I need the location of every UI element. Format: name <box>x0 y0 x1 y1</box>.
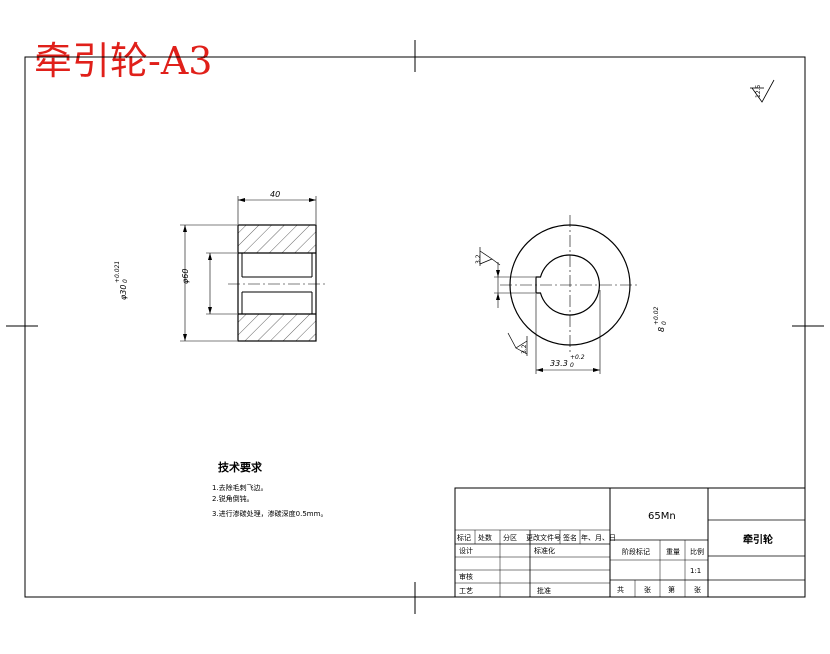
roughness-symbol-key-face: 3.2 <box>507 332 528 356</box>
hatch-top <box>238 225 316 253</box>
hatch-bottom <box>238 314 316 341</box>
designer-label: 设计 <box>459 546 473 555</box>
side-section-view: 40 φ60 φ30 +0.021 0 <box>114 190 326 342</box>
tech-req-item-3: 3.进行渗碳处理，渗碳深度0.5mm。 <box>212 509 327 518</box>
dim-keyway-width-tol-upper: +0.02 <box>653 306 660 325</box>
dim-outer-diameter: φ60 <box>181 269 190 284</box>
dim-keyway-depth-tol-lower: 0 <box>570 362 574 369</box>
tech-req-item-1: 1.去除毛刺飞边。 <box>212 483 268 492</box>
centering-marks <box>6 40 824 614</box>
roughness-value-key-face: 3.2 <box>521 344 528 354</box>
drawing-frame <box>24 56 806 598</box>
tech-requirements: 技术要求 1.去除毛刺飞边。 2.锐角倒钝。 3.进行渗碳处理，渗碳深度0.5m… <box>212 460 327 518</box>
approval-label: 批准 <box>537 586 551 595</box>
material: 65Mn <box>648 511 676 522</box>
header-zone: 分区 <box>503 533 517 542</box>
header-count: 处数 <box>478 533 492 542</box>
process-label: 工艺 <box>459 587 473 595</box>
sheet-no-label: 第 <box>668 585 675 594</box>
sheets-label: 张 <box>644 585 651 594</box>
bore-with-keyway <box>535 254 601 316</box>
dim-bore-tol-lower: 0 <box>122 279 129 283</box>
roughness-value-general: 12.5 <box>755 84 762 98</box>
review-label: 审核 <box>459 572 473 581</box>
scale-value: 1:1 <box>690 567 701 575</box>
roughness-value-keyway: 3.2 <box>475 254 482 264</box>
header-date: 年、月、日 <box>581 533 616 542</box>
stage-label: 阶段标记 <box>622 547 650 556</box>
drawing-title: 牵引轮-A3 <box>34 39 212 83</box>
dim-keyway-width-tol-lower: 0 <box>661 321 668 325</box>
header-mark: 标记 <box>457 533 471 542</box>
scale-label: 比例 <box>690 547 704 556</box>
roughness-symbol-general: 12.5 <box>750 79 775 103</box>
front-view: 8 +0.02 0 33.3 +0.2 0 3.2 3.2 <box>475 215 668 374</box>
title-block-text: 65Mn 牵引轮 标记 处数 分区 更改文件号 签名 年、月、日 设计 标准化 … <box>457 511 773 595</box>
roughness-symbol-keyway: 3.2 <box>475 247 501 266</box>
dim-bore-diameter: φ30 <box>119 285 128 300</box>
weight-label: 重量 <box>666 548 680 556</box>
dim-length: 40 <box>270 190 280 199</box>
title-block <box>454 487 806 598</box>
header-signature: 签名 <box>563 533 577 542</box>
sheet-label: 张 <box>694 585 701 594</box>
part-name: 牵引轮 <box>743 533 773 546</box>
tech-req-heading: 技术要求 <box>218 460 263 474</box>
dim-keyway-depth-tol-upper: +0.2 <box>570 354 585 361</box>
dim-keyway-width: 8 <box>657 327 666 332</box>
sheets-total-label: 共 <box>617 585 624 594</box>
tech-req-item-2: 2.锐角倒钝。 <box>212 494 254 503</box>
header-change-doc: 更改文件号 <box>526 533 561 542</box>
standardization-label: 标准化 <box>534 546 555 555</box>
dim-keyway-depth: 33.3 <box>550 359 568 368</box>
dim-bore-tol-upper: +0.021 <box>114 261 121 283</box>
